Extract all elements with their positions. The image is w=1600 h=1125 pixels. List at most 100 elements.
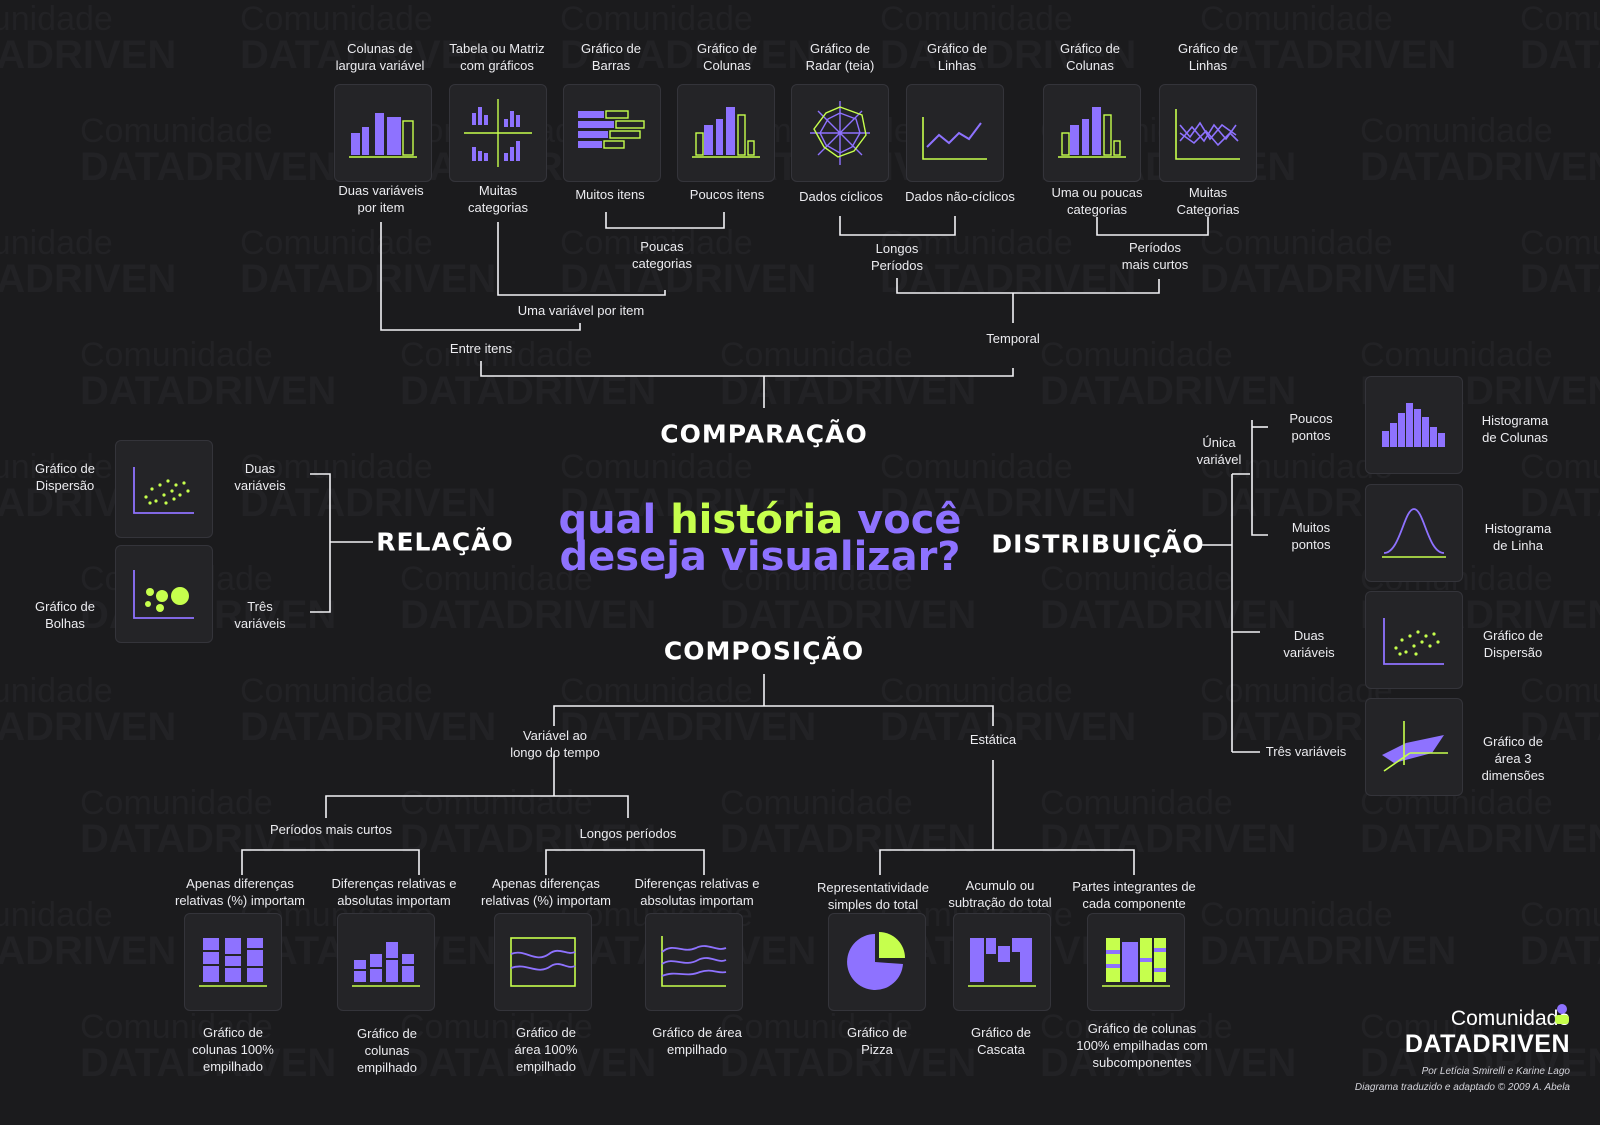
title-comparacao: COMPARAÇÃO: [660, 419, 868, 449]
chart-desc: Muitos itens: [575, 187, 645, 202]
branch-label: Entre itens: [449, 341, 513, 356]
watermark-text: Comunidade: [240, 224, 433, 262]
column-chart-icon: [677, 84, 775, 182]
headline-line-1: qual história você: [558, 497, 962, 543]
watermark-text: Comunidade: [720, 336, 913, 374]
column-chart-icon: [1043, 84, 1141, 182]
branch-label: Acumulo ou subtração do total: [948, 878, 1052, 910]
watermark-text: Comunidade: [1360, 336, 1553, 374]
watermark-text: DATADRIVEN: [0, 33, 176, 77]
headline-accent: história: [670, 497, 844, 543]
branch-label: Uma variável por item: [517, 303, 645, 318]
brand-name: Comunidade: [1450, 1007, 1570, 1030]
title-distribuicao: DISTRIBUIÇÃO: [991, 529, 1205, 559]
scatter-chart-icon: [1365, 591, 1463, 689]
watermark-text: DATADRIVEN: [0, 257, 176, 301]
watermark-text: Comunidade: [1040, 560, 1233, 598]
branch-label: Variável ao longo do tempo: [510, 728, 600, 760]
watermark-text: Comunidade: [240, 672, 433, 710]
headline-line-2: deseja visualizar?: [559, 534, 961, 580]
watermark-text: Comunidade: [880, 448, 1073, 486]
variable-width-columns-icon: [334, 84, 432, 182]
3d-area-chart-icon: [1365, 698, 1463, 796]
watermark-text: Comunidade: [1200, 896, 1393, 934]
branch-label: Partes integrantes de cada componente: [1072, 879, 1196, 911]
watermark-text: DATADRIVEN: [0, 929, 176, 973]
chart-title: Gráfico de área 3 dimensões: [1481, 734, 1545, 783]
branch-label: Longos Períodos: [870, 241, 924, 273]
watermark-text: Comunidade: [1200, 0, 1393, 38]
watermark-text: Comunidade: [0, 896, 113, 934]
watermark-text: DATADRIVEN: [720, 369, 976, 413]
watermark-text: DATADRIVEN: [1520, 33, 1600, 77]
chart-title: Gráfico de colunas 100% empilhadas com s…: [1076, 1021, 1208, 1070]
chart-desc: Muitas Categorias: [1176, 185, 1240, 217]
branch-label: Poucos pontos: [1289, 411, 1333, 443]
watermark-text: Comunidade: [1200, 224, 1393, 262]
watermark-text: Comunidade: [80, 336, 273, 374]
branch-label: Temporal: [986, 331, 1040, 346]
watermark-text: Comunidade: [720, 784, 913, 822]
branch-label: Três variáveis: [234, 599, 286, 631]
watermark-text: Comunidade: [240, 0, 433, 38]
watermark-text: DATADRIVEN: [1040, 369, 1296, 413]
person-icon: [1555, 1004, 1569, 1024]
scatter-chart-icon: [115, 440, 213, 538]
chart-title: Histograma de Linha: [1484, 521, 1552, 553]
chart-title: Gráfico de Dispersão: [1483, 628, 1543, 660]
watermark-text: Comunidade: [1200, 672, 1393, 710]
title-composicao: COMPOSIÇÃO: [663, 636, 865, 666]
branch-label: Muitos pontos: [1291, 520, 1331, 552]
chart-title: Gráfico de Radar (teia): [805, 41, 875, 73]
chart-title: Gráfico de Dispersão: [35, 461, 95, 493]
chart-title: Tabela ou Matriz com gráficos: [449, 41, 545, 73]
watermark-text: Comunidade: [560, 448, 753, 486]
watermark-text: DATADRIVEN: [1200, 929, 1456, 973]
chart-title: Gráfico de Colunas: [1060, 41, 1120, 73]
branch-label: Três variáveis: [1265, 744, 1347, 759]
watermark-text: Comunidade: [560, 672, 753, 710]
watermark-text: DATADRIVEN: [1040, 593, 1296, 637]
stacked-100-area-icon: [494, 913, 592, 1011]
chart-title: Gráfico de Linhas: [927, 41, 987, 73]
watermark-text: Comunidade: [880, 0, 1073, 38]
watermark-text: Comunidade: [0, 0, 113, 38]
branch-label: Estática: [969, 732, 1017, 747]
watermark-text: DATADRIVEN: [80, 369, 336, 413]
brand-sub: DATADRIVEN: [1404, 1030, 1570, 1058]
branch-label: Duas variáveis: [1283, 628, 1335, 660]
chart-title: Gráfico de Cascata: [971, 1025, 1031, 1057]
branch-label: Duas variáveis: [234, 461, 286, 493]
chart-title: Colunas de largura variável: [335, 41, 425, 73]
watermark-text: Comunidade: [400, 784, 593, 822]
bubble-chart-icon: [115, 545, 213, 643]
branch-label: Períodos mais curtos: [269, 822, 393, 837]
watermark-text: Comunidade: [1040, 336, 1233, 374]
branch-label: Poucas categorias: [632, 239, 692, 271]
stacked-column-icon: [337, 913, 435, 1011]
chart-desc: Muitas categorias: [468, 183, 528, 215]
watermark-text: DATADRIVEN: [240, 705, 496, 749]
multi-line-chart-icon: [1159, 84, 1257, 182]
watermark-text: DATADRIVEN: [1520, 257, 1600, 301]
watermark-text: Comunidade: [80, 112, 273, 150]
chart-title: Gráfico de colunas 100% empilhado: [192, 1025, 274, 1074]
stacked-100-column-icon: [184, 913, 282, 1011]
stacked-100-subcomponents-icon: [1087, 913, 1185, 1011]
branch-label: Períodos mais curtos: [1121, 240, 1189, 272]
watermark-text: DATADRIVEN: [1200, 257, 1456, 301]
column-histogram-icon: [1365, 376, 1463, 474]
branch-label: Diferenças relativas e absolutas importa…: [634, 876, 760, 908]
branch-label: Apenas diferenças relativas (%) importam: [174, 876, 306, 908]
watermark-text: DATADRIVEN: [720, 817, 976, 861]
pie-chart-icon: [828, 913, 926, 1011]
chart-title: Gráfico de área empilhado: [652, 1025, 742, 1057]
watermark-text: Comunidade: [1520, 896, 1600, 934]
chart-title: Gráfico de Barras: [581, 41, 641, 73]
chart-desc: Dados não-cíclicos: [905, 189, 1015, 204]
chart-title: Gráfico de Colunas: [697, 41, 757, 73]
watermark-text: DATADRIVEN: [1040, 817, 1296, 861]
branch-label: Única variável: [1196, 435, 1242, 467]
chart-desc: Uma ou poucas categorias: [1051, 185, 1143, 217]
branch-label: Apenas diferenças relativas (%) importam: [480, 876, 612, 908]
